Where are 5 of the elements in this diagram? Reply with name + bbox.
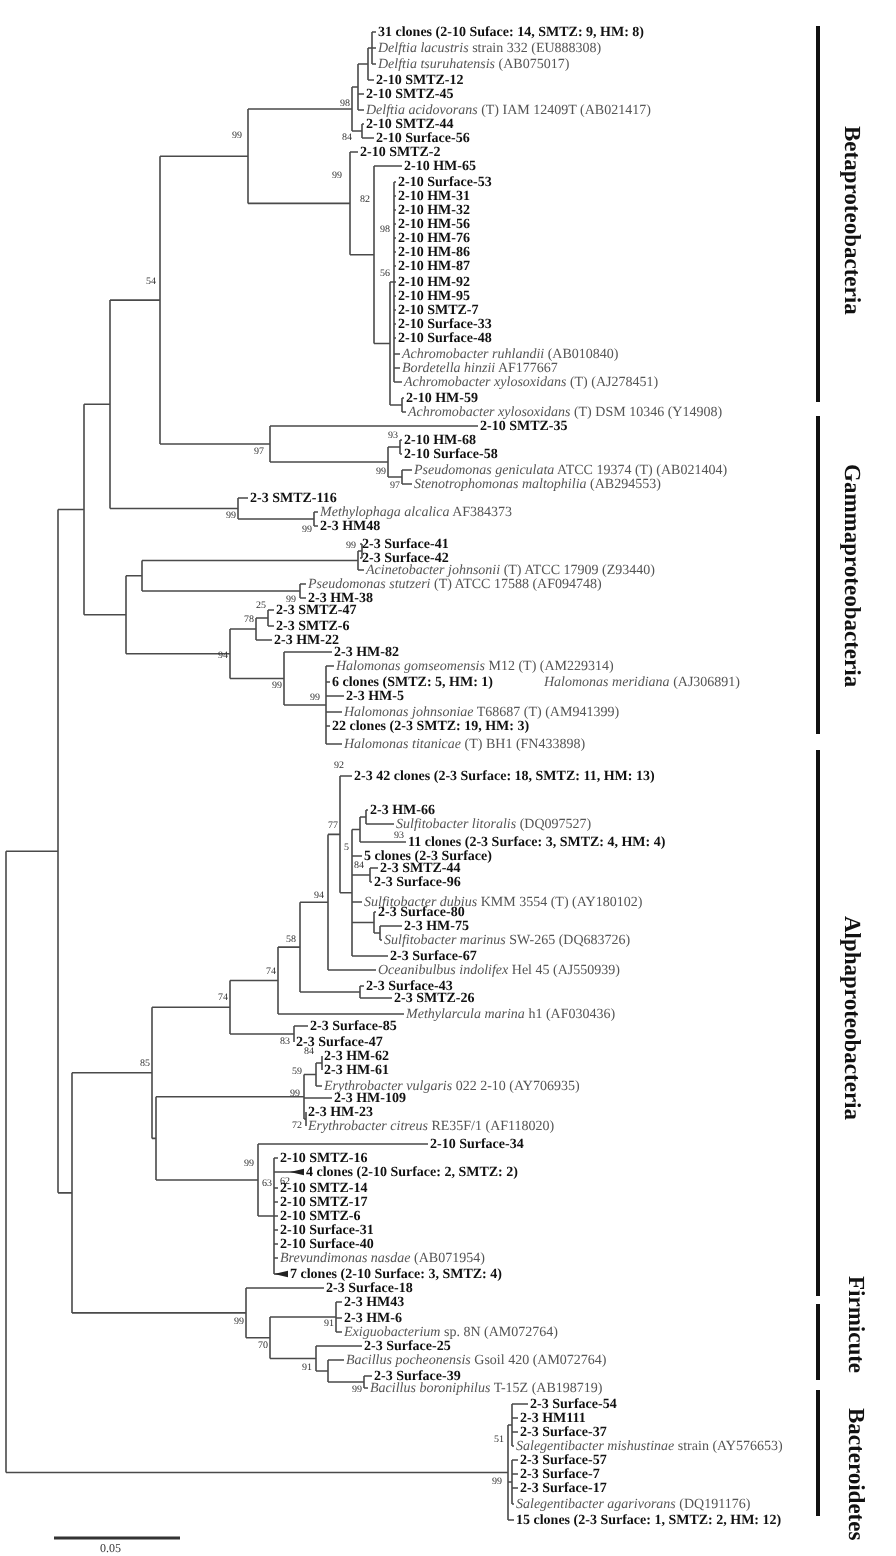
clade-label: Alphaproteobacteria bbox=[838, 916, 861, 1121]
clade-label: Gammaproteobacteria bbox=[838, 464, 861, 688]
clade-label: Firmicute bbox=[842, 1275, 865, 1373]
clade-label: Betaproteobacteria bbox=[838, 126, 861, 315]
clade-label: Bacteroidetes bbox=[842, 1408, 865, 1541]
